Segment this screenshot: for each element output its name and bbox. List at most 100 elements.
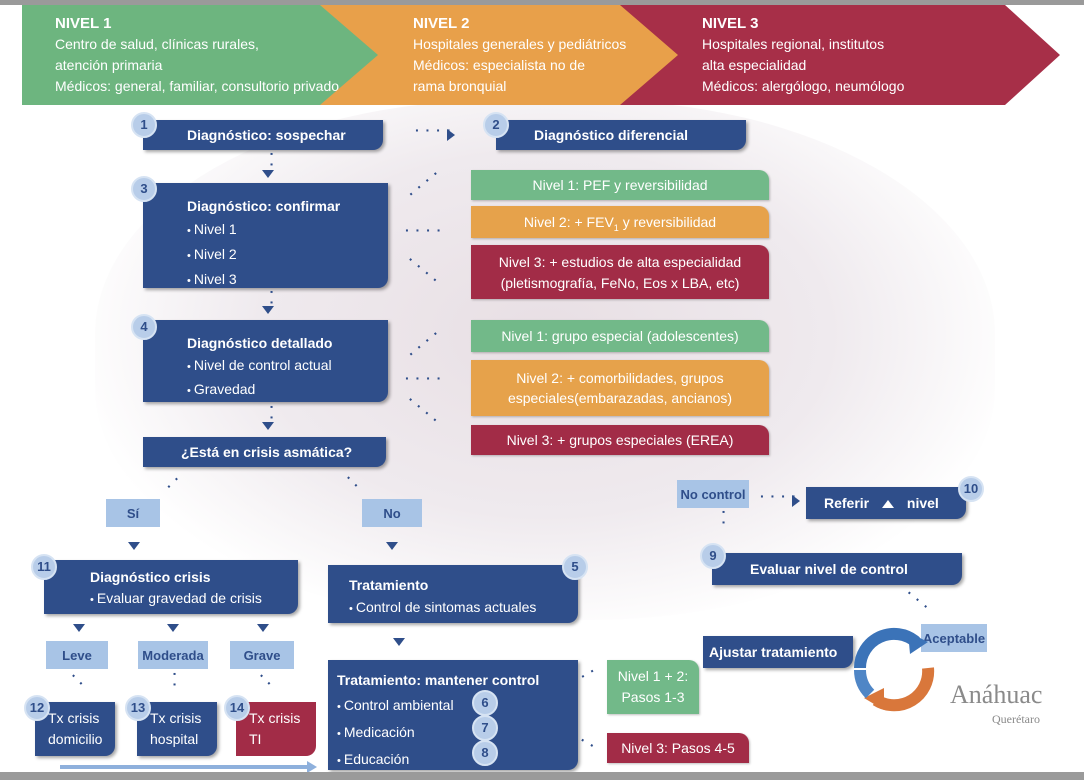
arrow-down-icon [262, 306, 274, 314]
level-3-line2: alta especialidad [702, 57, 807, 73]
level-3-title: NIVEL 3 [702, 15, 759, 32]
confirm-level-2-text: Nivel 2: + FEV [523, 214, 614, 230]
level-2-title: NIVEL 2 [413, 15, 470, 32]
level-2-line3: rama bronquial [413, 78, 507, 94]
arrow-right-icon [792, 495, 800, 507]
pasos-nivel-1-2: Nivel 1 + 2: Pasos 1-3 [607, 660, 699, 714]
maintain-item-educacion: Educación [337, 747, 578, 774]
step-13-line2: hospital [150, 731, 199, 747]
aceptable-label: Aceptable [921, 624, 987, 652]
step-3-box: Diagnóstico: confirmar Nivel 1 Nivel 2 N… [143, 183, 388, 288]
cycle-arrows-icon [853, 627, 935, 712]
step-1-box: Diagnóstico: sospechar [143, 120, 383, 150]
logo-subtitle: Querétaro [992, 712, 1040, 726]
connector-evaluar-nocontrol: · · [716, 510, 732, 527]
connector-4-crisis: · · [264, 405, 280, 422]
step-1-number: 1 [131, 112, 157, 138]
step-14-line1: Tx crisis [249, 710, 301, 726]
confirm-level-1-text: Nivel 1: PEF y reversibilidad [532, 177, 708, 193]
detail-level-3: Nivel 3: + grupos especiales (EREA) [471, 425, 769, 455]
grave-label: Grave [230, 641, 294, 669]
step-13-number: 13 [125, 695, 151, 721]
confirm-level-3-line1: Nivel 3: + estudios de alta especialidad [498, 254, 742, 270]
confirm-level-3: Nivel 3: + estudios de alta especialidad… [471, 245, 769, 299]
connector-grave: · · [254, 668, 278, 692]
moderada-label: Moderada [138, 641, 208, 669]
step-13-line1: Tx crisis [150, 710, 202, 726]
step-12-number: 12 [24, 695, 50, 721]
logo-name: Anáhuac [950, 680, 1043, 709]
confirm-level-3-line2: (pletismografía, FeNo, Eos x LBA, etc) [500, 275, 740, 291]
pasos-nivel-1-2-line2: Pasos 1-3 [621, 689, 685, 705]
step-5-box: Tratamiento Control de sintomas actuales [328, 565, 578, 623]
ajustar-tratamiento-box: Ajustar tratamiento [703, 636, 853, 668]
step-10-pre: Referir [824, 495, 870, 511]
detail-level-1-text: Nivel 1: grupo especial (adolescentes) [501, 328, 739, 344]
detail-level-1: Nivel 1: grupo especial (adolescentes) [471, 320, 769, 352]
step-11-number: 11 [31, 554, 57, 580]
bottom-border [0, 772, 1084, 780]
step-9-number: 9 [700, 543, 726, 569]
top-border [0, 0, 1084, 5]
ajustar-tratamiento-text: Ajustar tratamiento [709, 644, 838, 660]
step-2-box: Diagnóstico diferencial [496, 120, 746, 150]
step-4-item: Nivel de control actual [187, 354, 388, 378]
step-12-line2: domicilio [48, 731, 103, 747]
no-label: No [362, 499, 422, 527]
connector-nocontrol-referir: · · · · [760, 488, 798, 504]
connector-4-l2: · · · · [405, 370, 443, 386]
confirm-level-1: Nivel 1: PEF y reversibilidad [471, 170, 769, 200]
step-3-title: Diagnóstico: confirmar [187, 198, 341, 214]
arrow-down-icon [128, 542, 140, 550]
level-1-banner: NIVEL 1 Centro de salud, clínicas rurale… [22, 5, 400, 105]
step-11-title: Diagnóstico crisis [90, 569, 211, 585]
anahuac-logo: Anáhuac [950, 680, 1042, 710]
level-2-line2: Médicos: especialista no de [413, 57, 585, 73]
step-7-number: 7 [472, 715, 498, 741]
step-4-title: Diagnóstico detallado [187, 335, 333, 351]
detail-level-2: Nivel 2: + comorbilidades, grupos especi… [471, 360, 769, 416]
arrow-right-icon [307, 761, 317, 773]
connector-1-3: · · [264, 152, 280, 169]
pasos-nivel-1-2-line1: Nivel 1 + 2: [617, 668, 689, 684]
maintain-item-label: Control ambiental [343, 697, 454, 713]
arrow-down-icon [262, 170, 274, 178]
step-10-number: 10 [958, 476, 984, 502]
connector-maint-n3: · · [577, 732, 600, 754]
arrow-down-icon [393, 638, 405, 646]
connector-3-4: · · [264, 290, 280, 307]
step-3-item: Nivel 3 [187, 268, 388, 293]
level-1-line3: Médicos: general, familiar, consultorio … [55, 78, 340, 94]
confirm-level-2: Nivel 2: + FEV1 y reversibilidad [471, 206, 769, 238]
step-2-number: 2 [483, 112, 509, 138]
arrow-down-icon [257, 624, 269, 632]
detail-level-2-line2: especiales(embarazadas, ancianos) [507, 390, 733, 406]
level-3-line3: Médicos: alergólogo, neumólogo [702, 78, 905, 94]
step-3-item: Nivel 2 [187, 243, 388, 268]
maintain-item-medicacion: Medicación [337, 720, 578, 747]
step-3-number: 3 [131, 176, 157, 202]
level-3-line1: Hospitales regional, institutos [702, 36, 885, 52]
level-1-title: NIVEL 1 [55, 15, 112, 32]
step-1-title: Diagnóstico: sospechar [187, 127, 346, 143]
step-14-number: 14 [224, 695, 250, 721]
step-11-box: Diagnóstico crisis Evaluar gravedad de c… [44, 560, 298, 614]
arrow-right-icon [447, 129, 455, 141]
level-2-line1: Hospitales generales y pediátricos [413, 36, 627, 52]
arrow-down-icon [386, 542, 398, 550]
maintain-item-label: Educación [343, 751, 410, 767]
maintain-control-title: Tratamiento: mantener control [337, 672, 540, 688]
leve-label: Leve [46, 641, 108, 669]
no-control-label: No control [677, 480, 749, 508]
up-arrow-icon [877, 495, 899, 511]
step-4-number: 4 [131, 314, 157, 340]
step-10-box: Referir nivel [806, 487, 966, 519]
level-1-line2: atención primaria [55, 57, 163, 73]
connector-3-l2: · · · · [405, 222, 443, 238]
step-5-title: Tratamiento [349, 577, 429, 593]
step-8-number: 8 [472, 740, 498, 766]
si-label: Sí [106, 499, 160, 527]
step-10-post: nivel [906, 495, 939, 511]
step-4-box: Diagnóstico detallado Nivel de control a… [143, 320, 388, 402]
connector-1-2: · · · · [415, 122, 453, 138]
